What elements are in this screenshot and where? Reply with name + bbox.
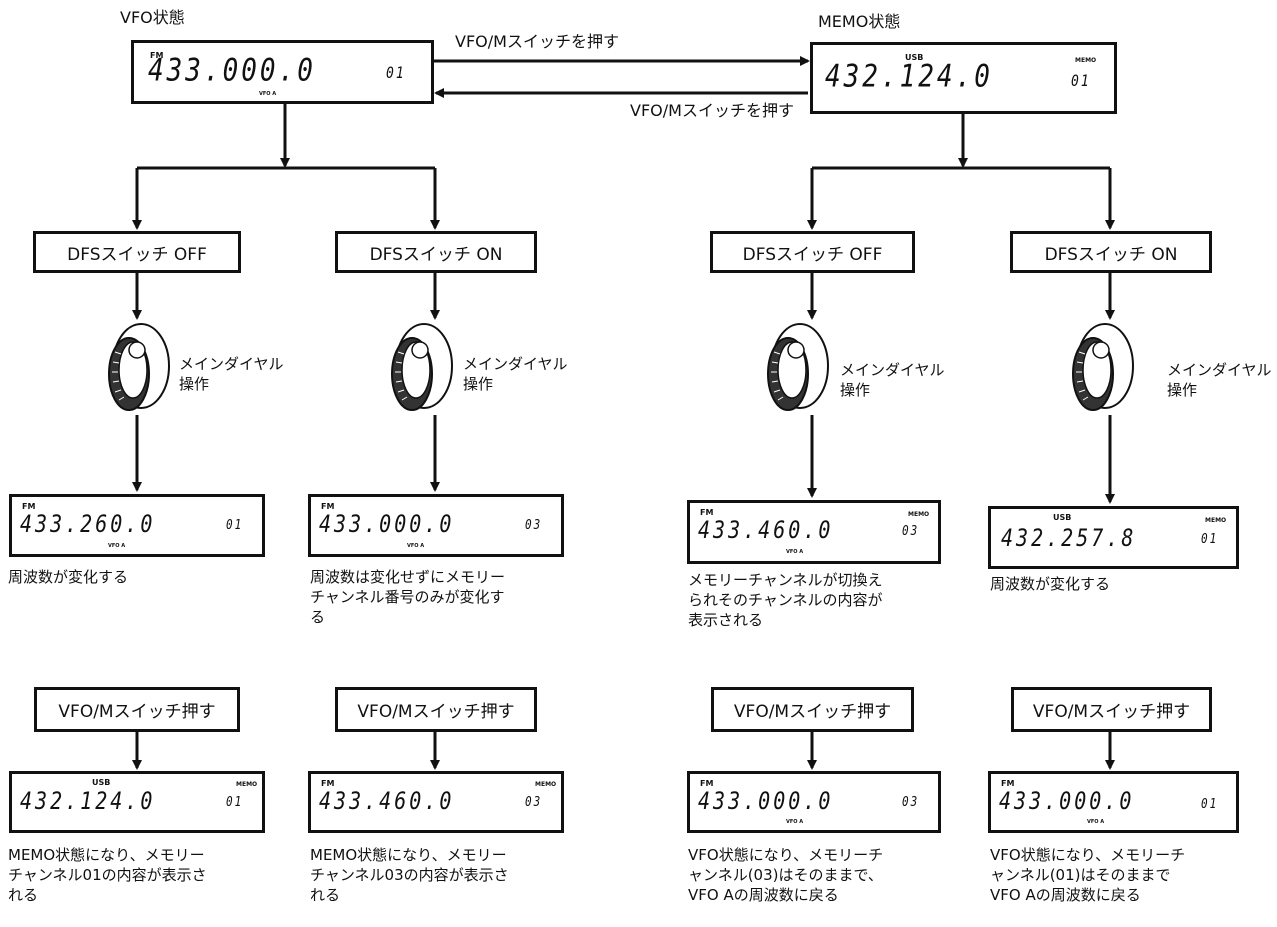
final-description: MEMO状態になり、メモリー チャンネル01の内容が表示さ れる <box>8 845 207 905</box>
main-dial-icon <box>103 322 171 414</box>
frequency-readout: 433.000.0 <box>319 509 454 538</box>
dial-operation-label: メインダイヤル 操作 <box>463 354 568 394</box>
channel-number: 01 <box>1201 796 1218 812</box>
frequency-readout: 433.260.0 <box>20 509 155 538</box>
vfo-indicator: VFO A <box>407 543 424 549</box>
memo-indicator: MEMO <box>535 781 556 788</box>
dfs-switch-on-box: DFSスイッチ ON <box>1010 231 1212 273</box>
result-description: メモリーチャンネルが切換え られそのチャンネルの内容が 表示される <box>688 570 883 630</box>
frequency-readout: 432.124.0 <box>825 59 993 95</box>
mode-indicator: USB <box>1053 513 1071 522</box>
after-switch-display: FM 433.000.0 01 VFO A <box>988 771 1239 833</box>
result-display: USB MEMO 432.257.8 01 <box>988 506 1239 569</box>
memo-state-display: USB MEMO 432.124.0 01 <box>810 42 1117 114</box>
result-description: 周波数が変化する <box>8 567 128 587</box>
frequency-readout: 433.000.0 <box>698 786 833 815</box>
memo-indicator: MEMO <box>1075 57 1096 64</box>
main-dial-icon <box>1067 322 1135 414</box>
vfo-indicator: VFO A <box>786 819 803 825</box>
vfo-indicator: VFO A <box>259 91 276 97</box>
main-dial-icon <box>386 322 454 414</box>
result-display: FM 433.260.0 01 VFO A <box>9 494 265 557</box>
after-switch-display: FM 433.000.0 03 VFO A <box>687 771 941 833</box>
vfo-indicator: VFO A <box>108 543 125 549</box>
frequency-readout: 433.000.0 <box>148 53 316 89</box>
channel-number: 03 <box>902 523 919 539</box>
vfo-indicator: VFO A <box>1087 819 1104 825</box>
dial-operation-label: メインダイヤル 操作 <box>179 354 284 394</box>
channel-number: 01 <box>226 517 243 533</box>
vfo-m-switch-box: VFO/Mスイッチ押す <box>711 687 914 732</box>
result-description: 周波数が変化する <box>990 574 1110 594</box>
after-switch-display: FM MEMO 433.460.0 03 <box>308 771 564 833</box>
frequency-readout: 432.257.8 <box>1001 523 1136 552</box>
final-description: VFO状態になり、メモリーチ ャンネル(01)はそのままで VFO Aの周波数に… <box>990 845 1185 905</box>
vfo-m-switch-box: VFO/Mスイッチ押す <box>1011 687 1212 732</box>
channel-number: 03 <box>902 794 919 810</box>
frequency-readout: 433.000.0 <box>999 786 1134 815</box>
dfs-switch-on-box: DFSスイッチ ON <box>335 231 537 273</box>
frequency-readout: 433.460.0 <box>319 786 454 815</box>
vfo-state-display: FM 433.000.0 01 VFO A <box>131 40 434 104</box>
channel-number: 01 <box>226 794 243 810</box>
dial-operation-label: メインダイヤル 操作 <box>840 360 945 400</box>
vfo-state-title: VFO状態 <box>120 8 185 28</box>
dfs-switch-off-box: DFSスイッチ OFF <box>33 231 241 273</box>
frequency-readout: 432.124.0 <box>20 786 155 815</box>
result-display: FM 433.000.0 03 VFO A <box>308 494 564 557</box>
channel-number: 01 <box>1071 73 1091 91</box>
result-description: 周波数は変化せずにメモリー チャンネル番号のみが変化す る <box>310 567 505 627</box>
channel-number: 03 <box>525 517 542 533</box>
vfo-m-switch-box: VFO/Mスイッチ押す <box>335 687 537 732</box>
main-dial-icon <box>762 322 830 414</box>
result-display: FM MEMO 433.460.0 03 VFO A <box>687 500 941 564</box>
vfo-indicator: VFO A <box>786 549 803 555</box>
memo-state-title: MEMO状態 <box>818 12 900 32</box>
after-switch-display: USB MEMO 432.124.0 01 <box>9 771 265 833</box>
memo-indicator: MEMO <box>908 511 929 518</box>
frequency-readout: 433.460.0 <box>698 515 833 544</box>
memo-indicator: MEMO <box>1205 517 1226 524</box>
vfo-m-switch-box: VFO/Mスイッチ押す <box>34 687 240 732</box>
final-description: MEMO状態になり、メモリー チャンネル03の内容が表示さ れる <box>310 845 509 905</box>
memo-indicator: MEMO <box>236 781 257 788</box>
to-vfo-label: VFO/Mスイッチを押す <box>630 101 794 121</box>
channel-number: 01 <box>386 65 406 83</box>
channel-number: 03 <box>525 794 542 810</box>
channel-number: 01 <box>1201 531 1218 547</box>
dial-operation-label: メインダイヤル 操作 <box>1167 360 1272 400</box>
dfs-switch-off-box: DFSスイッチ OFF <box>710 231 915 273</box>
final-description: VFO状態になり、メモリーチ ャンネル(03)はそのままで、 VFO Aの周波数… <box>688 845 883 905</box>
to-memo-label: VFO/Mスイッチを押す <box>455 32 619 52</box>
